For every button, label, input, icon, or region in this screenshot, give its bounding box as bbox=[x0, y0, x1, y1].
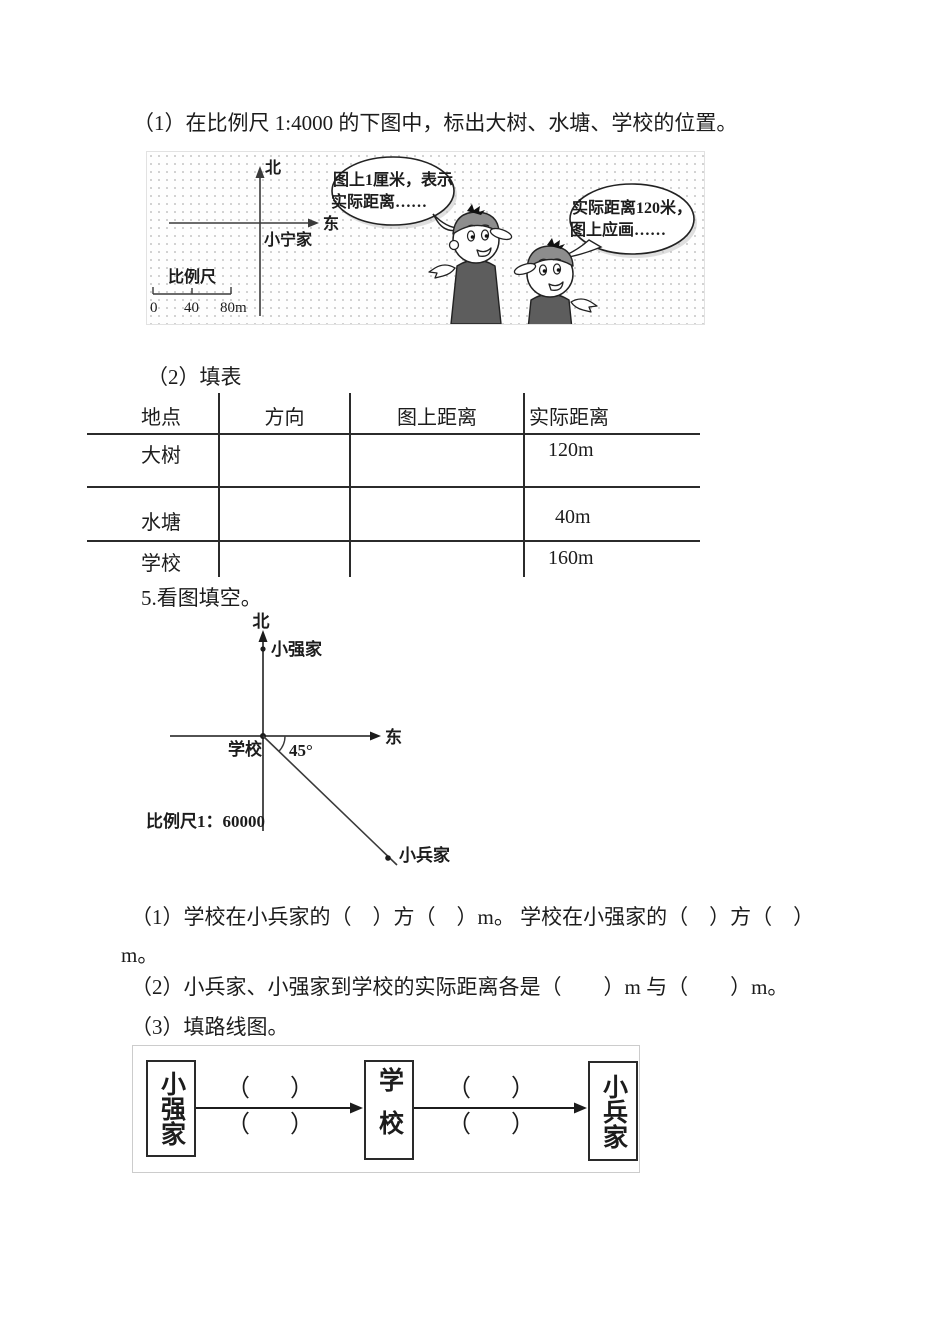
scale-tick-40: 40 bbox=[184, 300, 199, 316]
route-box-xiaobing: 小兵家 bbox=[588, 1061, 638, 1161]
question-5-1-wrap-text: m。 bbox=[121, 943, 159, 967]
paren-open: （ bbox=[447, 1112, 471, 1138]
xiaobing-home-point bbox=[385, 855, 391, 861]
route-blank-2-top: （ ） bbox=[447, 1076, 535, 1102]
scale-tick-0: 0 bbox=[150, 300, 158, 316]
route-diagram: 小强家 学校 小兵家 （ ） （ ） （ ） （ ） bbox=[132, 1045, 640, 1173]
cell-place: 学校 bbox=[141, 553, 181, 575]
angle-label: 45° bbox=[289, 741, 313, 760]
cell-place: 大树 bbox=[87, 434, 219, 488]
xiaoqiang-home-label: 小强家 bbox=[271, 639, 322, 659]
table-row: 水塘 40m bbox=[87, 487, 700, 542]
paren-open: （ bbox=[226, 1112, 250, 1138]
question-5-3-text: （3）填路线图。 bbox=[131, 1015, 289, 1039]
direction-diagram-canvas: 北 小强家 东 学校 45° 小兵家 比例尺1：60000 bbox=[146, 612, 450, 866]
route-arrow-2-head-icon bbox=[574, 1102, 587, 1114]
route-box-xiaoqiang: 小强家 bbox=[146, 1060, 196, 1157]
boy-character-1-illustration bbox=[428, 204, 513, 324]
scale-ruler bbox=[152, 287, 232, 295]
angle-arc bbox=[278, 735, 286, 753]
xiaobing-home-label: 小兵家 bbox=[399, 845, 450, 865]
paren-close: ） bbox=[290, 1076, 314, 1102]
paren-open: （ bbox=[447, 1076, 471, 1102]
route-arrow-1-head-icon bbox=[350, 1102, 363, 1114]
bubble1-text-line2: 实际距离…… bbox=[331, 192, 427, 211]
speech-bubble-1: 图上1厘米，表示 实际距离…… bbox=[331, 156, 468, 232]
east-label: 东 bbox=[323, 214, 339, 233]
direction-diagram: 北 小强家 东 学校 45° 小兵家 比例尺1：60000 bbox=[140, 608, 460, 878]
north-arrow-icon bbox=[255, 166, 265, 178]
paren-open: （ bbox=[226, 1076, 250, 1102]
table-row: 大树 120m bbox=[87, 434, 700, 488]
north-arrow-icon bbox=[258, 630, 268, 642]
route-diagram-canvas bbox=[193, 1102, 587, 1114]
boy-character-2-illustration bbox=[513, 238, 598, 324]
map-figure: 北 东 小宁家 比例尺 0 40 80m 图上1厘米，表示 bbox=[146, 151, 705, 325]
bubble2-text-line1: 实际距离120米， bbox=[572, 198, 692, 217]
question-5-1-text: （1）学校在小兵家的（ ）方（ ）m。 学校在小强家的（ ）方（ ） bbox=[131, 905, 815, 929]
question-4-1-text: （1）在比例尺 1:4000 的下图中，标出大树、水塘、学校的位置。 bbox=[133, 111, 738, 135]
header-actual-distance: 实际距离 bbox=[523, 393, 700, 435]
header-map-distance: 图上距离 bbox=[349, 393, 524, 435]
map-figure-canvas: 北 东 小宁家 比例尺 0 40 80m 图上1厘米，表示 bbox=[150, 156, 697, 324]
north-label: 北 bbox=[253, 612, 270, 631]
paren-close: ） bbox=[290, 1112, 314, 1138]
question-4-2-text: （2）填表 bbox=[147, 365, 242, 389]
route-blank-1-bottom: （ ） bbox=[226, 1112, 314, 1138]
paren-close: ） bbox=[511, 1112, 535, 1138]
cell-actual-distance: 40m bbox=[523, 487, 700, 542]
cell-map-distance-blank bbox=[349, 434, 524, 488]
east-label: 东 bbox=[385, 727, 402, 747]
bubble2-text-line2: 图上应画…… bbox=[570, 220, 666, 239]
cell-place: 水塘 bbox=[87, 487, 219, 542]
question-5-title: 5.看图填空。 bbox=[141, 586, 262, 610]
header-direction: 方向 bbox=[218, 393, 350, 435]
paren-close: ） bbox=[511, 1076, 535, 1102]
scale-label: 比例尺1：60000 bbox=[146, 811, 265, 831]
cell-direction-blank bbox=[218, 487, 350, 542]
cell-direction-blank bbox=[218, 434, 350, 488]
cell-map-distance-blank bbox=[349, 541, 524, 577]
scale-title: 比例尺 bbox=[168, 267, 216, 286]
cell-actual-distance: 120m bbox=[523, 434, 700, 488]
xiaoqiang-home-point bbox=[260, 646, 266, 652]
school-label: 学校 bbox=[228, 739, 263, 759]
cell-direction-blank bbox=[218, 541, 350, 577]
north-label: 北 bbox=[265, 159, 281, 177]
cell-actual-distance: 160m bbox=[523, 541, 700, 577]
bubble1-text-line1: 图上1厘米，表示 bbox=[333, 170, 453, 189]
fill-table: 地点 方向 图上距离 实际距离 大树 120m 水塘 40m 学校 160m bbox=[87, 393, 700, 577]
cell-map-distance-blank bbox=[349, 487, 524, 542]
header-place: 地点 bbox=[87, 393, 219, 435]
origin-home-label: 小宁家 bbox=[264, 230, 313, 249]
question-5-2-text: （2）小兵家、小强家到学校的实际距离各是（ ）m 与（ ）m。 bbox=[131, 975, 789, 999]
east-arrow-icon bbox=[308, 218, 319, 228]
speech-bubble-2: 实际距离120米， 图上应画…… bbox=[554, 183, 697, 260]
east-arrow-icon bbox=[370, 731, 381, 741]
route-blank-2-bottom: （ ） bbox=[447, 1112, 535, 1138]
route-blank-1-top: （ ） bbox=[226, 1076, 314, 1102]
route-box-school: 学校 bbox=[364, 1060, 414, 1160]
table-header-row: 地点 方向 图上距离 实际距离 bbox=[87, 393, 700, 435]
table-row: 学校 160m bbox=[87, 541, 700, 577]
scale-tick-80m: 80m bbox=[220, 300, 247, 316]
southeast-ray-line bbox=[262, 735, 398, 866]
